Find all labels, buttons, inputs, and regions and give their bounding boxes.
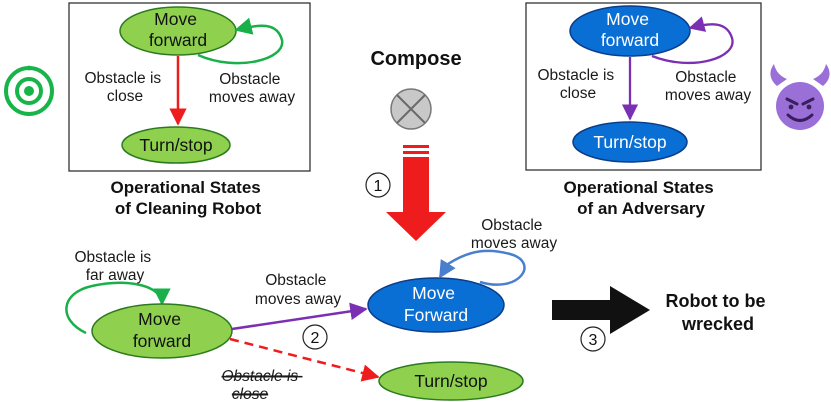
composed-state-move-blue-line2: Forward: [404, 305, 468, 325]
adversary-state-turn-label: Turn/stop: [593, 132, 666, 152]
robot-edge-close-line1: Obstacle is: [85, 70, 162, 87]
robot-panel: Move forward Turn/stop Obstacle is close…: [68, 2, 311, 218]
svg-text:Move Forward: Move Forward: [404, 283, 468, 325]
robot-state-turn-label: Turn/stop: [139, 135, 212, 155]
compose-arrow: [386, 145, 446, 241]
adversary-edge-away-loop: [651, 16, 734, 65]
composed-edge-close-dashed: [229, 337, 380, 382]
svg-text:Obstacle moves away: Obstacle moves away: [209, 71, 295, 106]
adversary-edge-away-line2: moves away: [665, 87, 751, 104]
outcome-line1: Robot to be: [666, 291, 766, 311]
composed-state-turn: [378, 361, 524, 401]
svg-text:Obstacle moves away: Obstacle moves away: [255, 272, 341, 308]
composed-state-move-blue-line1: Move: [412, 283, 455, 303]
adversary-edge-away-line1: Obstacle: [675, 69, 736, 86]
composed-loop-far-line2: far away: [86, 267, 145, 284]
robot-state-move-line1: Move: [154, 9, 197, 29]
svg-text:Move forward: Move forward: [149, 9, 207, 50]
svg-text:Operational States of an: Operational States of an Adversary: [564, 178, 719, 218]
step-three-number: 3: [589, 332, 598, 349]
composed-state-turn-label: Turn/stop: [414, 371, 487, 391]
robot-edge-away-loop: [197, 17, 284, 65]
svg-text:Move forward: Move forward: [601, 9, 659, 50]
outcome-line2: wrecked: [681, 314, 754, 334]
adversary-caption-line1: Operational States: [564, 178, 714, 197]
compose-label: Compose: [370, 48, 461, 70]
step-two-number: 2: [311, 330, 320, 347]
devil-icon: [770, 64, 830, 130]
robot-edge-away-line1: Obstacle: [219, 71, 280, 88]
step-one-number: 1: [374, 178, 383, 195]
compose-operator-icon: [390, 88, 432, 130]
adversary-state-move-line2: forward: [601, 30, 659, 50]
composed-state-move-blue: [367, 277, 505, 333]
robot-edge-away-line2: moves away: [209, 89, 295, 106]
svg-text:Obstacle is close: Obstacle is close: [538, 67, 619, 102]
composed-state-move-green-line2: forward: [133, 331, 191, 351]
step-one-marker: 1: [365, 172, 391, 198]
step-three-marker: 3: [580, 326, 606, 352]
svg-text:Obstacle is close: Obstacle is close: [222, 368, 303, 402]
svg-text:Obstacle is far away: Obstacle is far away: [75, 249, 156, 284]
adversary-caption-line2: of an Adversary: [577, 199, 705, 218]
outcome-arrow: [552, 286, 650, 334]
robot-caption-line2: of Cleaning Robot: [115, 199, 262, 218]
composed-loop-far-line1: Obstacle is: [75, 249, 152, 266]
step-two-marker: 2: [302, 324, 328, 350]
adversary-panel: Move forward Turn/stop Obstacle is close…: [525, 2, 762, 218]
svg-text:Obstacle moves away: Obstacle moves away: [471, 217, 557, 252]
svg-text:Obstacle moves away: Obstacle moves away: [665, 69, 751, 104]
composed-loop-far: [65, 281, 171, 335]
robot-icon: [4, 65, 54, 116]
composed-state-move-green-line1: Move: [138, 309, 181, 329]
composed-edge-away-line2: moves away: [255, 291, 341, 308]
composed-edge-away: [231, 302, 368, 331]
composed-loop-blue-line1: Obstacle: [481, 217, 542, 234]
robot-edge-close-line2: close: [107, 88, 143, 105]
robot-state-move-line2: forward: [149, 30, 207, 50]
robot-caption-line1: Operational States: [111, 178, 261, 197]
svg-text:Robot to be wrecked: Robot to be wrecked: [666, 291, 771, 334]
adversary-state-move-line1: Move: [606, 9, 649, 29]
adversary-edge-close-line1: Obstacle is: [538, 67, 615, 84]
robot-state-turn: [121, 126, 231, 164]
composed-loop-blue-line2: moves away: [471, 235, 557, 252]
adversary-state-turn: [572, 121, 688, 163]
adversary-edge-close-line2: close: [560, 85, 596, 102]
composed-state-move-green: [91, 303, 233, 359]
svg-text:Operational States of Cl: Operational States of Cleaning Robot: [111, 178, 266, 218]
composed-loop-blue: [438, 249, 526, 286]
composed-machine: Obstacle is far away Move forward Obstac…: [65, 217, 771, 402]
svg-text:Obstacle is close: Obstacle is close: [85, 70, 166, 105]
svg-text:Move forward: Move forward: [133, 309, 191, 351]
composed-edge-away-line1: Obstacle: [265, 272, 326, 289]
